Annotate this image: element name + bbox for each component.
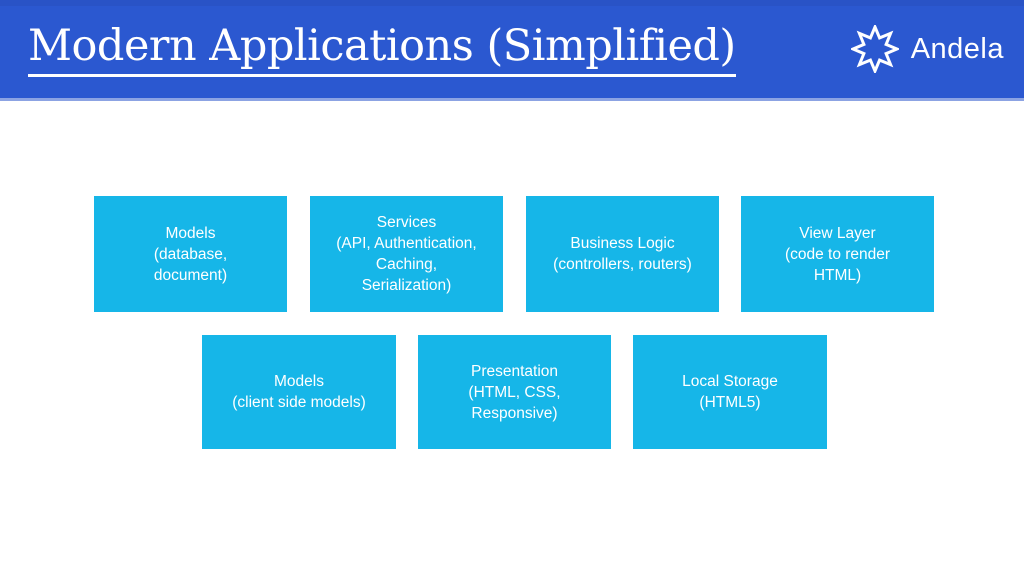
andela-logo-text: Andela <box>910 32 1004 65</box>
diagram-box-presentation: Presentation (HTML, CSS, Responsive) <box>418 335 611 449</box>
diagram-box-view-layer: View Layer (code to render HTML) <box>741 196 934 312</box>
header-top-strip <box>0 0 1024 6</box>
diagram-box-services: Services (API, Authentication, Caching, … <box>310 196 503 312</box>
andela-star-icon <box>850 25 899 73</box>
page-title-text: Modern Applications (Simplified) <box>28 21 736 77</box>
page-title: Modern Applications (Simplified) <box>28 21 736 77</box>
slide-header: Modern Applications (Simplified) Andela <box>0 0 1024 101</box>
diagram-box-business-logic: Business Logic (controllers, routers) <box>526 196 719 312</box>
diagram-box-local-storage: Local Storage (HTML5) <box>633 335 827 449</box>
diagram-box-models-database: Models (database, document) <box>94 196 287 312</box>
diagram-box-models-client-side: Models (client side models) <box>202 335 396 449</box>
andela-logo: Andela <box>850 25 1004 73</box>
